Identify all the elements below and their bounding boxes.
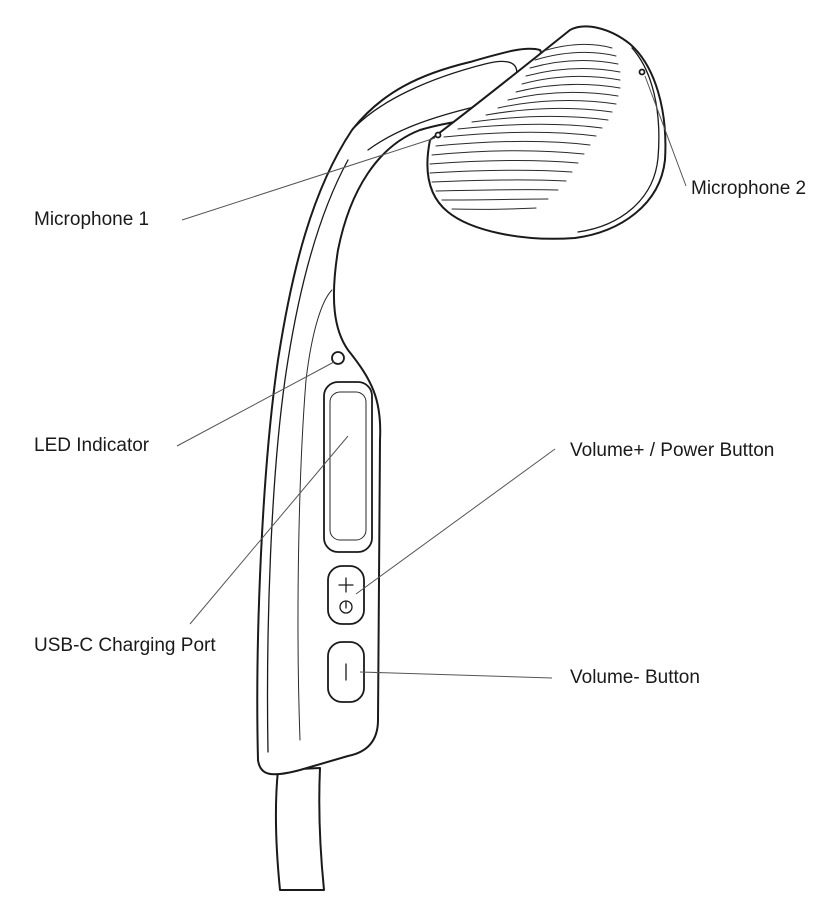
earpiece-rim <box>577 47 660 233</box>
arm-inner-contour <box>266 159 349 753</box>
arm-inner-contour-2 <box>297 289 333 741</box>
leader-microphone-2 <box>644 75 687 187</box>
label-volume-up-power: Volume+ / Power Button <box>570 440 775 461</box>
neckband-cable <box>274 767 325 891</box>
led-indicator-dot <box>331 351 345 365</box>
microphone-1-hole <box>434 131 442 139</box>
usb-c-port-cover <box>323 381 373 553</box>
power-icon <box>339 600 353 614</box>
label-volume-down: Volume- Button <box>570 667 700 688</box>
plus-icon <box>338 577 354 593</box>
label-usb-c-port: USB-C Charging Port <box>34 635 216 656</box>
label-microphone-2: Microphone 2 <box>691 178 807 199</box>
usb-c-port-inner <box>329 391 367 541</box>
leader-volume-down <box>359 671 553 679</box>
leader-volume-up <box>355 448 556 595</box>
leader-usb <box>189 435 349 625</box>
label-led-indicator: LED Indicator <box>34 435 150 456</box>
microphone-2-hole <box>638 68 646 76</box>
label-microphone-1: Microphone 1 <box>34 209 150 230</box>
earpiece-grille <box>429 44 621 210</box>
volume-up-button <box>327 565 365 625</box>
leader-led <box>176 361 335 447</box>
leader-microphone-1 <box>181 137 436 221</box>
